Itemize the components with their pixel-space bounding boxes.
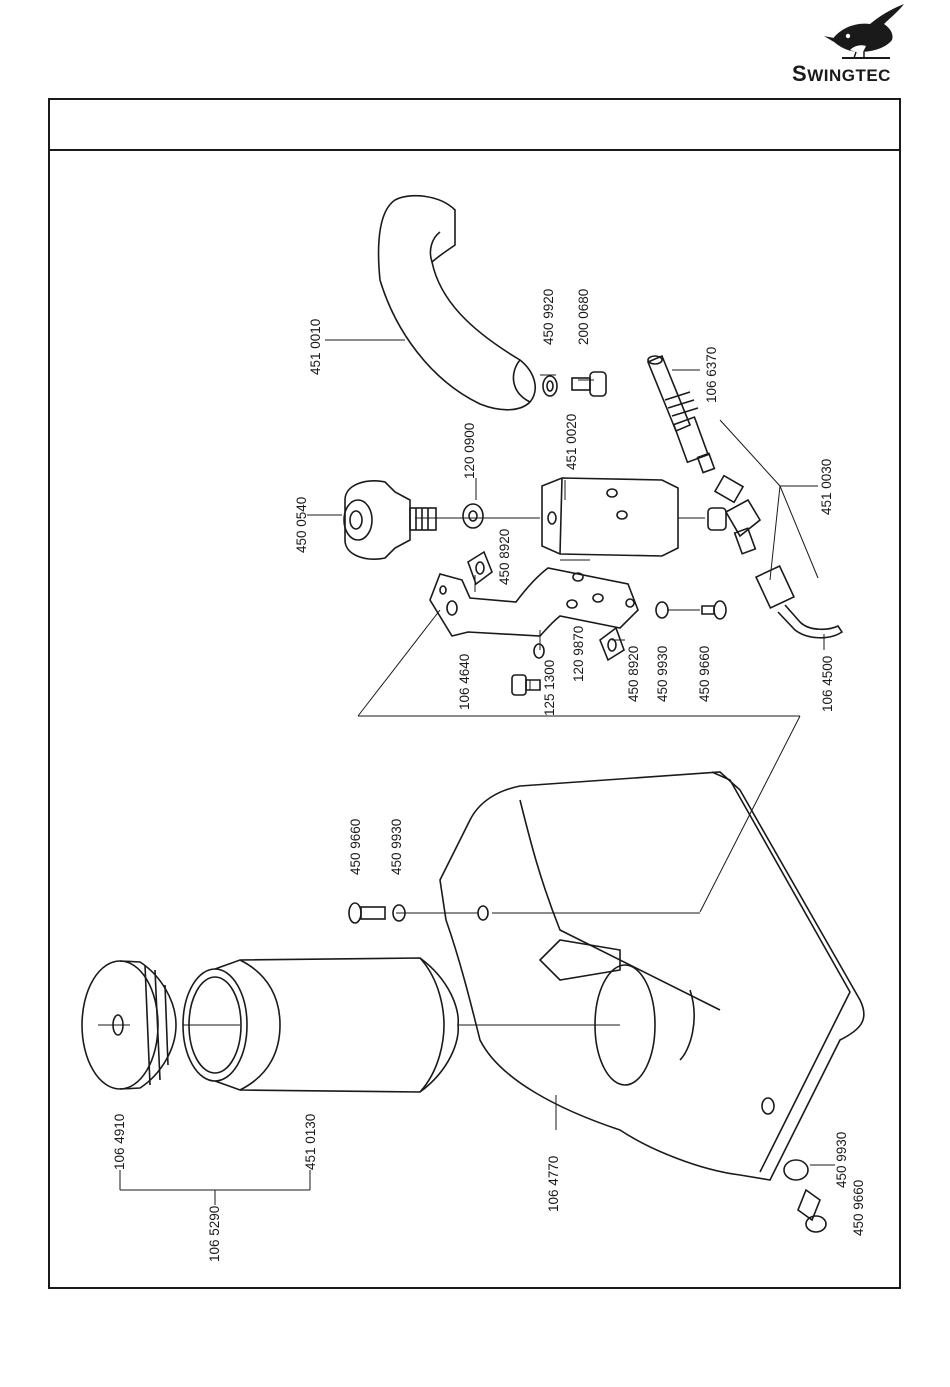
part-number-label: 450 8920 <box>627 646 641 702</box>
flexible-hose-icon <box>756 566 842 638</box>
part-number-label: 451 0020 <box>565 414 579 470</box>
pressure-switch-icon <box>344 481 436 559</box>
part-number-label: 450 9920 <box>542 289 556 345</box>
part-number-label: 450 9660 <box>852 1180 866 1236</box>
washer-icon <box>656 602 668 618</box>
part-number-label: 450 9930 <box>835 1132 849 1188</box>
screw-icon <box>702 601 726 619</box>
part-number-label: 120 9870 <box>572 626 586 682</box>
part-number-label: 451 0010 <box>309 319 323 375</box>
screw-icon <box>349 903 385 923</box>
washer-icon <box>534 644 544 658</box>
part-number-label: 450 8920 <box>498 529 512 585</box>
part-number-label: 451 0030 <box>820 459 834 515</box>
washer-icon <box>543 376 557 396</box>
hose-icon <box>379 196 536 410</box>
screw-icon <box>512 675 540 695</box>
part-number-label: 106 4770 <box>547 1156 561 1212</box>
part-number-label: 450 9930 <box>656 646 670 702</box>
part-number-label: 120 0900 <box>463 423 477 479</box>
part-number-label: 106 4500 <box>821 656 835 712</box>
part-number-label: 200 0680 <box>577 289 591 345</box>
part-number-label: 106 6370 <box>705 347 719 403</box>
distributor-block-icon <box>542 478 678 556</box>
part-number-label: 450 0540 <box>295 497 309 553</box>
part-number-label: 106 5290 <box>208 1206 222 1262</box>
clip-nut-icon <box>468 552 624 660</box>
part-number-label: 106 4640 <box>458 654 472 710</box>
part-number-label: 450 9660 <box>349 819 363 875</box>
part-number-label: 106 4910 <box>113 1114 127 1170</box>
part-number-label: 125 1300 <box>543 660 557 716</box>
part-number-label: 450 9930 <box>390 819 404 875</box>
t-connector-icon <box>708 476 760 554</box>
part-number-label: 450 9660 <box>698 646 712 702</box>
screw-icon <box>798 1190 826 1232</box>
part-number-label: 451 0130 <box>304 1114 318 1170</box>
mounting-bracket-icon <box>430 568 638 636</box>
housing-shell-icon <box>440 772 864 1180</box>
washer-icon <box>463 504 483 528</box>
screw-icon <box>572 372 606 396</box>
